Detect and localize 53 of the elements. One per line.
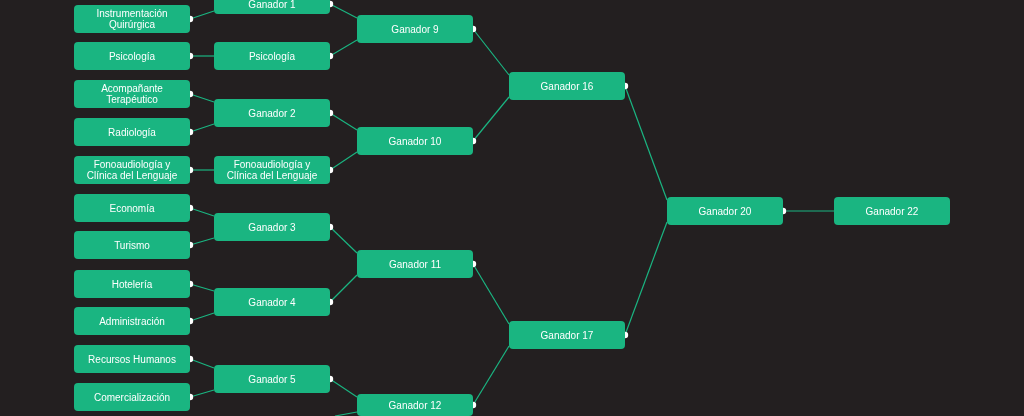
connector-line bbox=[334, 411, 358, 416]
box-label: Radiología bbox=[108, 126, 156, 138]
bracket-box bbox=[214, 99, 330, 127]
bracket-box bbox=[74, 194, 190, 222]
box-label: Fonoaudiología y Clínica del Lenguaje bbox=[225, 159, 319, 181]
box-label: Administración bbox=[99, 315, 165, 327]
box-label: Ganador 11 bbox=[388, 258, 442, 270]
bracket-box bbox=[214, 213, 330, 241]
bracket-box bbox=[74, 80, 190, 108]
box-label: Ganador 1 bbox=[248, 0, 296, 10]
box-label: Ganador 12 bbox=[388, 399, 442, 411]
box-label: Ganador 5 bbox=[248, 373, 296, 385]
bracket-box bbox=[74, 307, 190, 335]
bracket-box bbox=[214, 365, 330, 393]
box-label: Ganador 22 bbox=[865, 205, 919, 217]
box-label: Psicología bbox=[248, 50, 296, 62]
box-label: Turismo bbox=[114, 239, 150, 251]
box-label: Ganador 17 bbox=[540, 329, 594, 341]
bracket-box bbox=[74, 231, 190, 259]
bracket-box bbox=[214, 42, 330, 70]
bracket-box bbox=[357, 15, 473, 43]
box-label: Instrumentación Quirúrgica bbox=[95, 8, 169, 30]
bracket-box bbox=[834, 197, 950, 225]
box-label: Ganador 2 bbox=[248, 107, 296, 119]
bracket-box bbox=[214, 0, 330, 14]
box-label: Ganador 10 bbox=[388, 135, 442, 147]
bracket-box bbox=[74, 156, 190, 184]
box-label: Ganador 4 bbox=[248, 296, 296, 308]
box-label: Ganador 16 bbox=[540, 80, 594, 92]
box-label: Acompañante Terapéutico bbox=[100, 83, 164, 105]
box-label: Recursos Humanos bbox=[88, 353, 176, 365]
bracket-box bbox=[357, 250, 473, 278]
box-label: Ganador 20 bbox=[698, 205, 752, 217]
bracket-box bbox=[214, 156, 330, 184]
box-label: Ganador 9 bbox=[391, 23, 439, 35]
bracket-box bbox=[667, 197, 783, 225]
bracket-box bbox=[509, 72, 625, 100]
bracket-box bbox=[357, 127, 473, 155]
bracket-box bbox=[509, 321, 625, 349]
bracket-box bbox=[74, 345, 190, 373]
box-label: Fonoaudiología y Clínica del Lenguaje bbox=[85, 159, 179, 181]
bracket-box bbox=[74, 42, 190, 70]
bracket-box bbox=[74, 270, 190, 298]
box-label: Hotelería bbox=[111, 278, 153, 290]
box-label: Economía bbox=[109, 202, 155, 214]
bracket-box bbox=[214, 288, 330, 316]
bracket-box bbox=[74, 5, 190, 33]
bracket-box bbox=[74, 383, 190, 411]
box-label: Comercialización bbox=[93, 391, 171, 403]
bracket-box bbox=[357, 394, 473, 416]
box-label: Ganador 3 bbox=[248, 221, 296, 233]
box-label: Psicología bbox=[108, 50, 156, 62]
bracket-box bbox=[74, 118, 190, 146]
